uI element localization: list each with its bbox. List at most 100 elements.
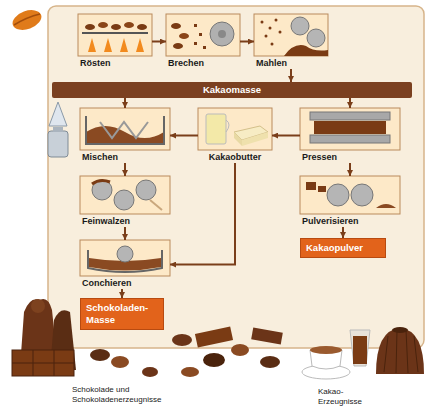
process-step: Pressen — [300, 108, 400, 163]
roasting-picture — [98, 22, 108, 28]
chocolate-products — [90, 349, 110, 361]
grinding-picture — [254, 14, 328, 56]
breaking-picture — [203, 46, 206, 49]
grinding-picture — [307, 29, 325, 47]
roasting-picture — [82, 32, 148, 34]
picture-area — [300, 108, 400, 150]
box-text: Kakaopulver — [306, 242, 380, 254]
breaking-picture — [199, 33, 202, 36]
cocoa-products — [384, 330, 418, 373]
flow-arrow — [124, 163, 126, 176]
process-step: Pulverisieren — [300, 176, 400, 227]
process-step: Rösten — [78, 14, 152, 69]
process-step: Feinwalzen — [80, 176, 170, 227]
grinding-picture — [291, 17, 309, 35]
chocolate-products — [260, 356, 280, 368]
pressing-picture — [310, 112, 390, 120]
step-label: Brechen — [166, 56, 240, 69]
cocoa-products — [376, 328, 424, 374]
chocolate-products — [142, 367, 158, 377]
refining-picture — [92, 180, 112, 200]
flow-arrow — [290, 69, 292, 82]
flow-arrow — [349, 163, 351, 176]
chocolate-products — [181, 367, 199, 377]
pressing-picture — [310, 135, 390, 143]
pulverising-picture — [318, 186, 326, 192]
chocolate-products — [172, 334, 192, 346]
pulverising-picture — [351, 184, 373, 206]
breaking-picture — [194, 42, 197, 45]
refining-picture — [114, 190, 134, 210]
process-step: Mischen — [80, 108, 170, 163]
cocoa-butter-picture — [206, 114, 226, 144]
grinding-picture — [261, 21, 264, 24]
pressing-picture — [314, 121, 386, 134]
grinding-picture — [269, 27, 272, 30]
picture-area — [80, 176, 170, 214]
picture-area — [300, 176, 400, 214]
pressing-picture — [300, 108, 400, 150]
chocolate-products — [12, 299, 283, 377]
step-label: Conchieren — [80, 276, 170, 289]
roasting-picture — [78, 14, 152, 56]
breaking-picture — [179, 33, 189, 39]
grinding-picture — [275, 19, 278, 22]
chocolate-products — [251, 327, 283, 344]
conching-picture — [117, 246, 133, 262]
picture-area — [80, 108, 170, 150]
picture-area — [166, 14, 240, 56]
breaking-picture — [166, 14, 240, 56]
cocoa-bean-icon — [10, 6, 44, 33]
product-caption: Kakao-Erzeugnisse — [316, 386, 376, 408]
mixing-picture — [86, 116, 164, 144]
breaking-picture — [166, 14, 240, 56]
product-caption: Schokolade und Schokoladenerzeugnisse — [70, 384, 186, 406]
grinding-picture — [271, 43, 274, 46]
flow-arrow — [121, 289, 123, 298]
cocoa-products — [350, 330, 370, 366]
sugar-and-milk-icons — [48, 131, 68, 157]
flow-arrow — [240, 41, 254, 43]
background-panel — [48, 6, 424, 348]
breaking-picture — [173, 43, 183, 49]
chocolate-products — [111, 356, 129, 368]
flow-arrow — [152, 41, 166, 43]
step-label: Feinwalzen — [80, 214, 170, 227]
flow-arrow — [272, 135, 300, 137]
roasting-picture — [137, 24, 147, 30]
process-step: Brechen — [166, 14, 240, 69]
chocolate-products — [12, 350, 74, 376]
cocoa-butter-picture — [234, 132, 242, 146]
breaking-picture — [218, 30, 226, 38]
flow-arrow — [124, 227, 126, 240]
refining-picture — [80, 176, 170, 214]
box-text: Kakaomasse — [56, 84, 408, 96]
pulverising-picture — [376, 204, 396, 208]
mixing-picture — [100, 122, 148, 138]
pulverising-picture — [300, 176, 400, 214]
roasting-picture — [88, 38, 144, 52]
refining-picture — [80, 176, 170, 214]
refining-picture — [150, 200, 162, 210]
step-label: Pressen — [300, 150, 400, 163]
conching-picture — [80, 240, 170, 276]
pulverising-picture — [306, 182, 316, 190]
refining-picture — [136, 180, 156, 200]
step-label: Mahlen — [254, 56, 328, 69]
conching-picture — [80, 240, 170, 276]
flow-arrow — [349, 98, 351, 108]
breaking-picture — [194, 24, 197, 27]
cocoa-products — [302, 327, 424, 379]
pressing-picture — [300, 108, 400, 150]
flow-arrow — [170, 163, 235, 265]
breaking-picture — [171, 23, 181, 29]
cocoa-products — [310, 346, 342, 354]
grinding-picture — [279, 31, 282, 34]
sugar-and-milk-icons — [48, 102, 68, 157]
chocolate-products — [203, 353, 225, 367]
cocoa-butter-picture — [242, 132, 268, 146]
picture-area — [198, 108, 272, 150]
product-box: Schokoladen- Masse — [80, 298, 164, 330]
